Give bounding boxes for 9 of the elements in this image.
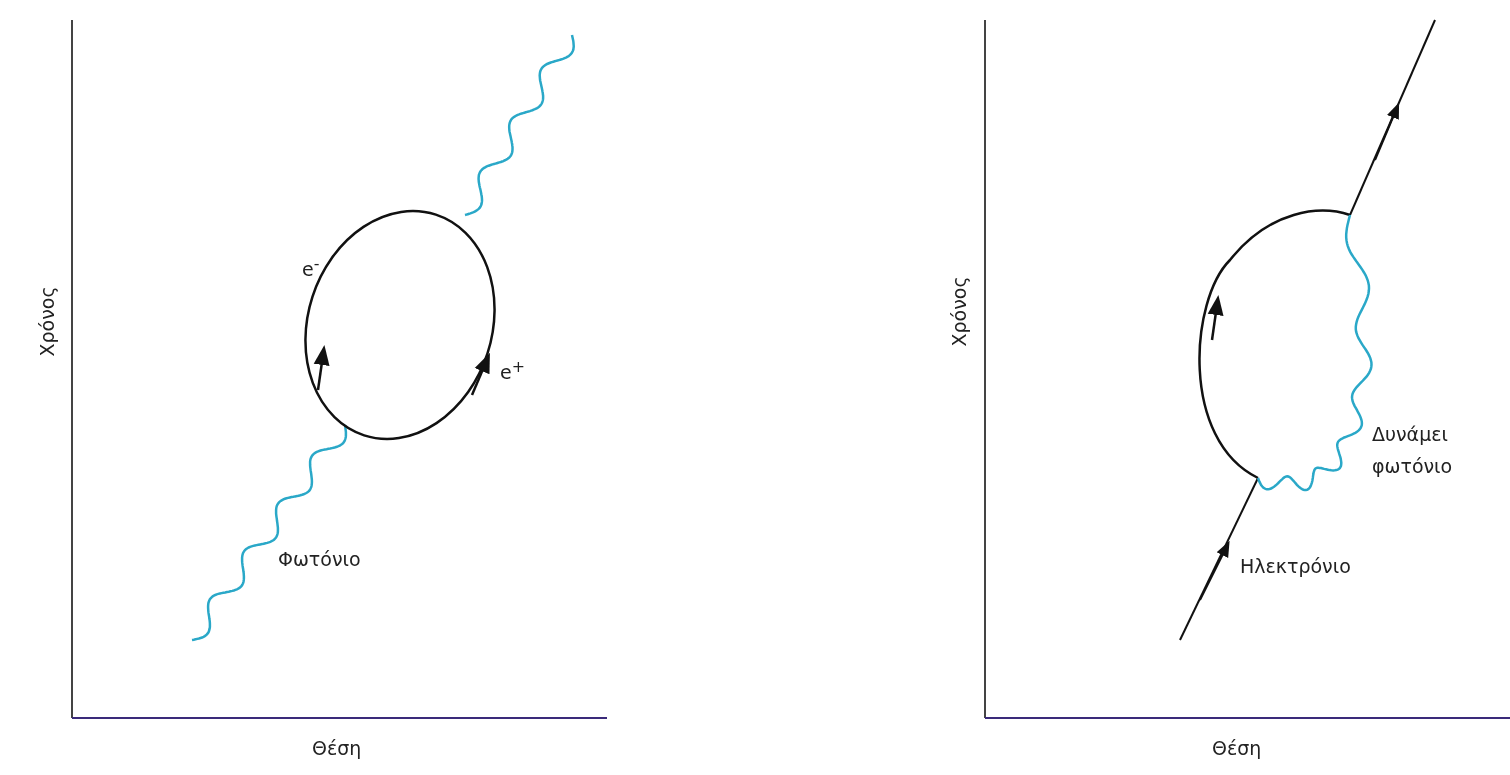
axis-title: Χρόνος xyxy=(947,276,971,347)
particle-label: Φωτόνιο xyxy=(278,548,361,571)
axis-title: Θέση xyxy=(1212,737,1262,760)
axis-title: Χρόνος xyxy=(35,286,59,357)
particle-label: e$^{-}$ xyxy=(302,253,320,282)
particle-label: Ηλεκτρόνιο xyxy=(1240,555,1351,578)
axis-title: Θέση xyxy=(312,737,362,760)
particle-label: e$^{+}$ xyxy=(500,356,525,385)
particle-label: Δυνάμει φωτόνιο xyxy=(1372,422,1454,479)
